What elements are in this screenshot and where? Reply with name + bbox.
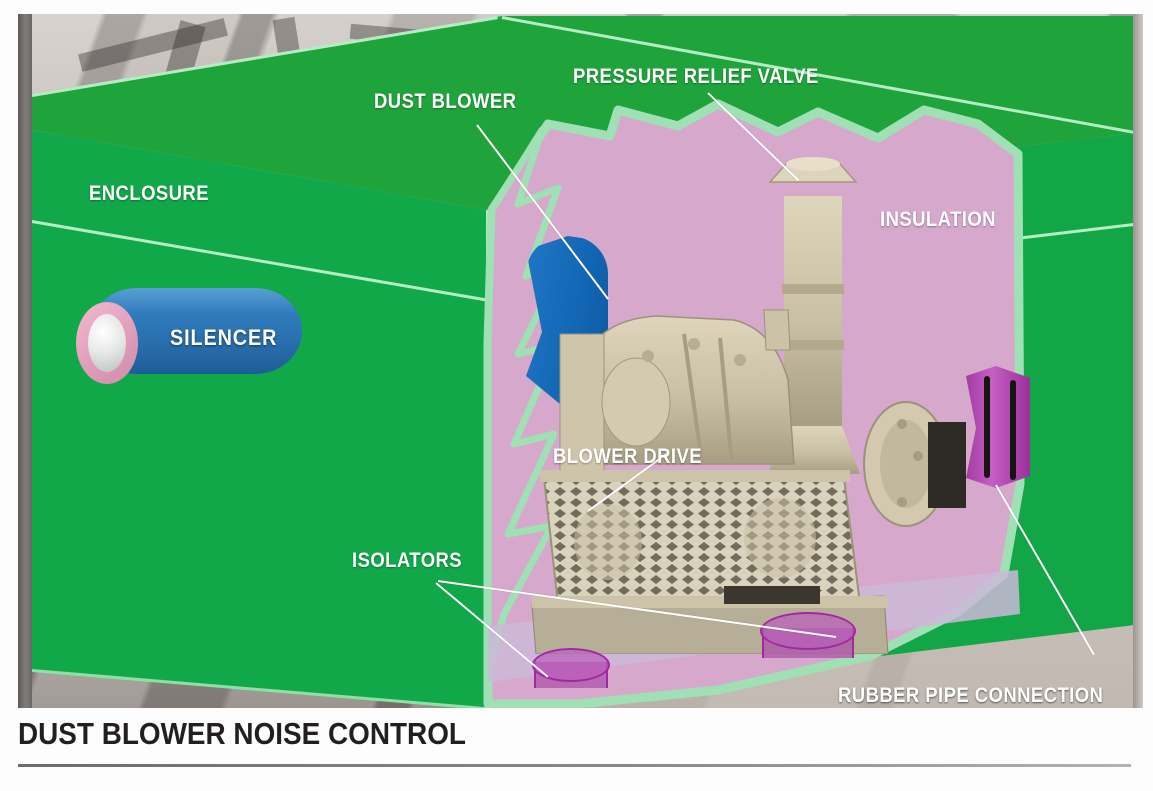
prv-band-1 [782, 284, 844, 294]
blower-bolt-3 [734, 354, 746, 366]
callout-pressure-relief-valve: PRESSURE RELIEF VALVE [573, 65, 819, 88]
blower-bolt-2 [688, 338, 700, 350]
silencer-label: SILENCER [170, 325, 278, 350]
prv-band-2 [782, 340, 844, 350]
isolator-left-top [532, 648, 610, 682]
flange-bolt-3 [897, 497, 907, 507]
bellows-convolution-2 [1010, 380, 1016, 480]
skid-dark-block [724, 586, 820, 604]
frame-rail-left [18, 14, 32, 708]
guard-frame-top [540, 470, 850, 482]
blower-lifting-lug [763, 309, 791, 351]
prv-stack [784, 196, 842, 426]
caption-block: DUST BLOWER NOISE CONTROL [18, 716, 1143, 767]
blower-machine [488, 134, 1048, 654]
callout-isolators: ISOLATORS [352, 549, 463, 572]
callout-enclosure: ENCLOSURE [89, 182, 209, 205]
diagram-figure: SILENCER ENCLOSURE DUST BLOWER PRESSURE … [18, 14, 1143, 708]
enclosure-front-face [32, 130, 488, 708]
callout-insulation: INSULATION [880, 208, 996, 231]
blower-shaft-boss [601, 357, 671, 447]
prv-cap-top [786, 157, 840, 171]
blower-bolt-1 [642, 350, 654, 362]
bellows-convolution-1 [984, 376, 990, 478]
drive-pulley-left [574, 504, 642, 580]
callout-blower-drive: BLOWER DRIVE [553, 445, 703, 468]
callout-rubber-pipe-connection: RUBBER PIPE CONNECTION [838, 684, 1104, 707]
caption-divider [18, 764, 1131, 767]
flange-bolt-1 [897, 419, 907, 429]
rubber-pipe-bellows [966, 366, 1030, 488]
flange-bolt-2 [913, 451, 923, 461]
silencer-bore [88, 314, 126, 372]
blower-ribs [682, 333, 734, 465]
frame-rail-right [1133, 14, 1143, 708]
callout-dust-blower: DUST BLOWER [374, 90, 517, 113]
discharge-flange-face [880, 420, 932, 508]
caption-title: DUST BLOWER NOISE CONTROL [18, 716, 466, 751]
drive-pulley-right [744, 498, 816, 578]
blower-mount-plate [559, 333, 605, 475]
motor-shroud [928, 422, 966, 508]
